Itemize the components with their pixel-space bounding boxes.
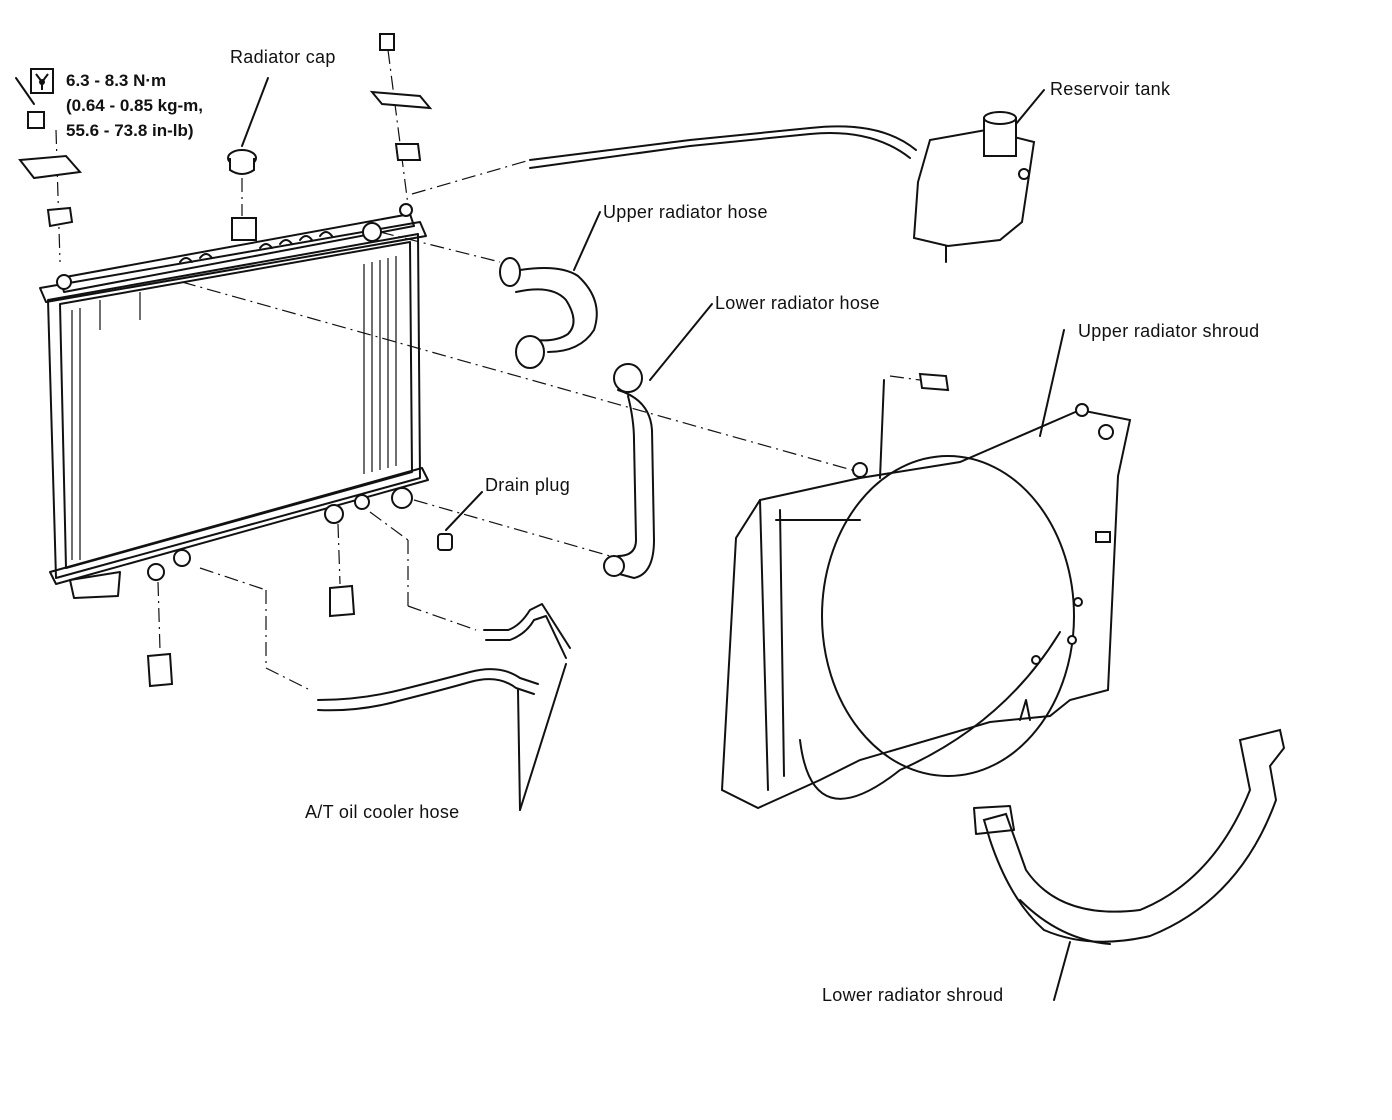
- torque-spec: 6.3 - 8.3 N·m (0.64 - 0.85 kg-m, 55.6 - …: [66, 68, 203, 143]
- torque-spec-line1: 6.3 - 8.3 N·m: [66, 71, 167, 90]
- upper-radiator-hose: [379, 211, 601, 369]
- label-reservoir-tank: Reservoir tank: [1050, 79, 1171, 99]
- upper-radiator-shroud: [720, 329, 1132, 810]
- upper-mount-right: [369, 33, 433, 206]
- upper-mount-left: [15, 77, 82, 263]
- lower-radiator-hose: [413, 303, 713, 579]
- label-upper-radiator-shroud: Upper radiator shroud: [1078, 321, 1260, 341]
- torque-spec-line2: (0.64 - 0.85 kg-m,: [66, 96, 204, 115]
- lower-radiator-shroud: [973, 728, 1286, 1001]
- label-radiator-cap: Radiator cap: [230, 47, 336, 67]
- at-oil-cooler-hoses: [199, 511, 571, 811]
- label-lower-radiator-hose: Lower radiator hose: [715, 293, 880, 313]
- label-upper-radiator-hose: Upper radiator hose: [603, 202, 768, 222]
- label-drain-plug: Drain plug: [485, 475, 571, 495]
- torque-wrench-icon: [30, 68, 54, 94]
- drain-plug: [437, 491, 483, 551]
- torque-spec-line3: 55.6 - 73.8 in-lb): [66, 121, 194, 140]
- reservoir-tank: [411, 89, 1045, 263]
- label-lower-radiator-shroud: Lower radiator shroud: [822, 985, 1004, 1005]
- lower-mounts: [146, 523, 356, 688]
- radiator-cap: [227, 77, 269, 216]
- torque-wrench-glyph: [35, 73, 49, 90]
- label-at-oil-cooler-hose: A/T oil cooler hose: [305, 802, 460, 822]
- radiator: [39, 203, 429, 599]
- alignment-line: [181, 281, 853, 471]
